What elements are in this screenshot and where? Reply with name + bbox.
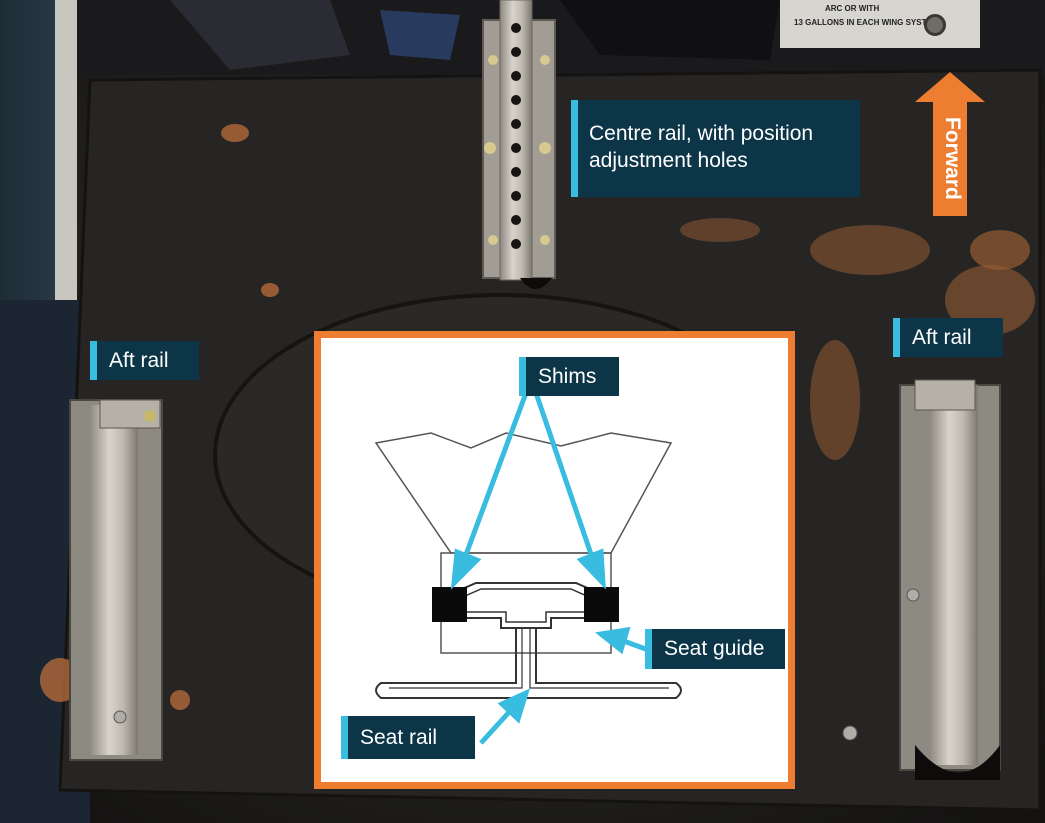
centre-rail (482, 0, 556, 289)
rail-web-inner (389, 628, 669, 689)
seat-pan-outline (374, 432, 673, 554)
arrow-pointer-icon (461, 392, 529, 561)
diagram-pointer-arrows (450, 392, 652, 745)
aft-rail-right (842, 379, 1001, 780)
callout-aft-rail-right: Aft rail (893, 318, 1003, 357)
arrow-pointer-icon (576, 548, 606, 590)
rail-upper-flange-inner (455, 588, 597, 623)
fuel-placard: ARC OR WITH 13 GALLONS IN EACH WING SYST… (780, 0, 980, 48)
seat-rail-diagram-inset (314, 331, 795, 789)
rail-web-base (375, 627, 682, 699)
arrow-pointer-icon (450, 548, 482, 590)
placard-screw-icon (924, 14, 946, 36)
cabin-fabric (170, 0, 350, 70)
callout-shims: Shims (519, 357, 619, 396)
callout-aft-rail-left: Aft rail (90, 341, 199, 380)
rail-upper-flange (445, 582, 607, 629)
callout-centre-rail: Centre rail, with position adjustment ho… (571, 100, 860, 197)
arrow-pointer-icon (594, 626, 631, 655)
arrow-pointer-icon (479, 708, 513, 745)
cabin-shadow (560, 0, 780, 60)
arrow-pointer-icon (497, 688, 531, 724)
placard-line-1: ARC OR WITH (825, 4, 880, 13)
callout-seat-rail: Seat rail (341, 716, 475, 759)
callout-seat-guide: Seat guide (645, 629, 785, 669)
placard-line-2: 13 GALLONS IN EACH WING SYSTEM (794, 18, 939, 27)
arrow-pointer-icon (533, 392, 596, 561)
cabin-blue-object (380, 10, 460, 60)
forward-arrow-icon (915, 72, 985, 216)
seat-rail-diagram (374, 392, 682, 745)
shim-right (584, 587, 619, 622)
aft-rail-left (69, 399, 163, 761)
shim-left (432, 587, 467, 622)
forward-label: Forward (941, 117, 964, 200)
